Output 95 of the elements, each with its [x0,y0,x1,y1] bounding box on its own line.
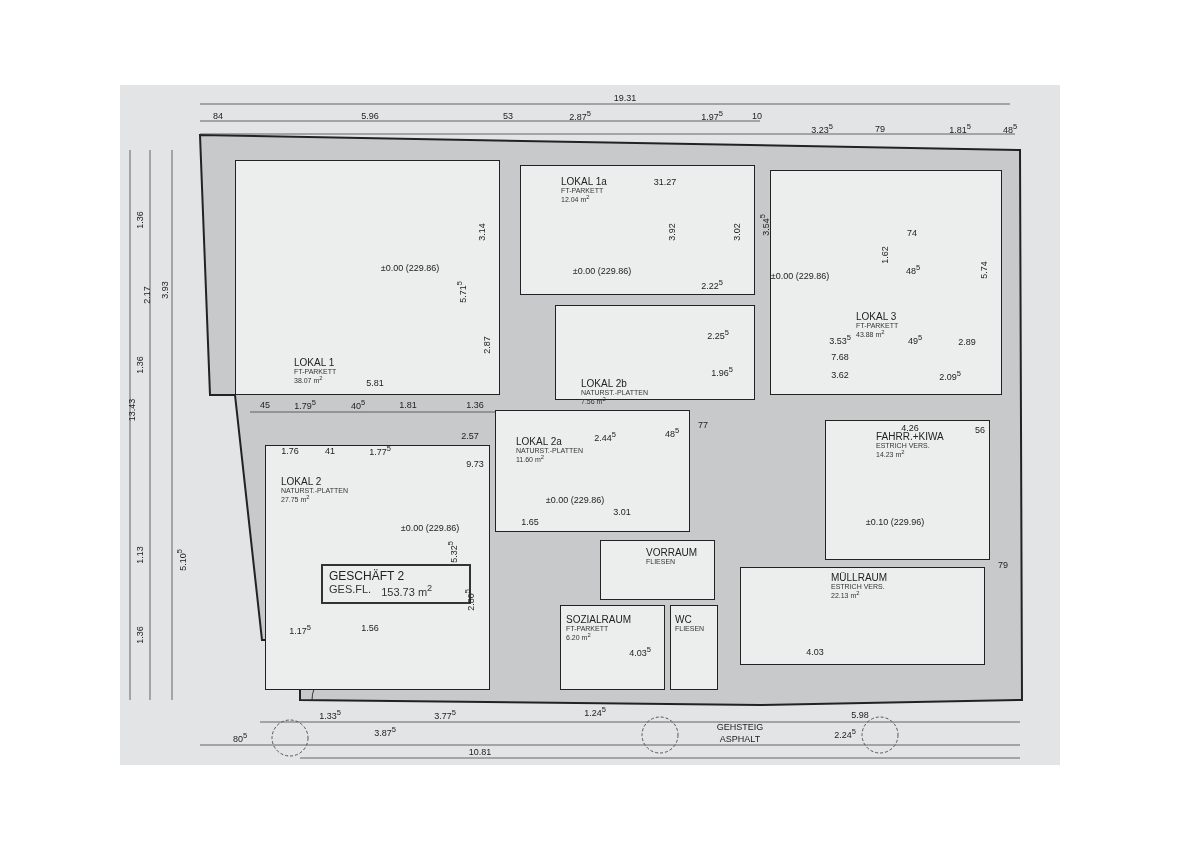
room-name: LOKAL 2 [281,476,322,487]
room-outline [825,420,990,560]
room-outline [495,410,690,532]
dimension-text: 1.96$^{5}$ [711,366,733,378]
dimension-text: ±0.10 (229.96) [865,517,925,527]
dimension-text: 1.33$^{5}$ [319,709,341,721]
dimension-text: 84 [213,111,223,121]
room-name: LOKAL 2a [516,436,562,447]
dimension-text: 2.87 [482,336,492,354]
dimension-text: 1.36 [135,356,145,374]
dimension-text: 80$^{5}$ [232,732,248,744]
dimension-text: 1.56 [361,623,379,633]
dimension-text: 2.25$^{5}$ [707,329,729,341]
room-outline [770,170,1002,395]
room-name: SOZIALRAUM [566,614,631,625]
room-name: VORRAUM [646,547,698,558]
dimension-text: 13.43 [127,398,137,422]
dimension-text: 31.27 [653,177,677,187]
dimension-text: 4.26 [901,423,919,433]
dimension-text: 9.73 [466,459,484,469]
dimension-text: 19.31 [613,93,637,103]
dimension-text: GEHSTEIG [716,722,764,732]
dimension-text: 77 [698,420,708,430]
dimension-text: 5.81 [366,378,384,388]
dimension-text: 1.76 [281,446,299,456]
room-name: LOKAL 1a [561,176,607,187]
dimension-text: 5.96 [361,111,379,121]
dimension-text: ±0.00 (229.86) [380,263,440,273]
dimension-text: 3.53$^{5}$ [829,334,851,346]
dimension-text: 3.01 [613,507,631,517]
dimension-text: 4.03 [806,647,824,657]
dimension-text: 1.13 [135,546,145,564]
dimension-text: ±0.00 (229.86) [400,523,460,533]
room-outline [600,540,715,600]
dimension-text: 1.36 [135,211,145,229]
dimension-text: ±0.00 (229.86) [770,271,830,281]
room-outline [265,445,490,690]
dimension-text: 2.57 [461,431,479,441]
dimension-text: 53 [503,111,513,121]
dimension-text: 2.17 [142,286,152,304]
room-name: FAHRR.+KIWA [876,431,944,442]
room-outline [235,160,500,395]
dimension-text: 48$^{5}$ [1002,123,1018,135]
room-name: LOKAL 1 [294,357,335,368]
dimension-text: 41 [325,446,335,456]
dimension-text: 10.81 [468,747,492,757]
dimension-text: 1.81$^{5}$ [949,123,971,135]
room-outline [560,605,665,690]
dimension-text: 1.97$^{5}$ [701,110,723,122]
dimension-text: 10 [752,111,762,121]
room-outline [740,567,985,665]
dimension-text: 2.89 [958,337,976,347]
dimension-text: 5.98 [851,710,869,720]
dimension-text: 1.36 [135,626,145,644]
dimension-text: 2.24$^{5}$ [834,728,856,740]
dimension-text: 1.65 [521,517,539,527]
room-name: LOKAL 3 [856,311,897,322]
room-outline [520,165,755,295]
dimension-text: 79 [875,124,885,134]
dimension-text: 1.17$^{5}$ [289,624,311,636]
room-outline [670,605,718,690]
dimension-text: 49$^{5}$ [907,334,923,346]
dimension-text: 3.02 [732,223,742,241]
dimension-text: 3.23$^{5}$ [811,123,833,135]
room-name: WC [675,614,692,625]
dimension-text: 4.03$^{5}$ [629,646,651,658]
dimension-text: 3.87$^{5}$ [374,726,396,738]
dimension-text: 48$^{5}$ [664,427,680,439]
dimension-text: 48$^{5}$ [905,264,921,276]
room-name: LOKAL 2b [581,378,627,389]
dimension-text: 1.77$^{5}$ [369,445,391,457]
dimension-text: 79 [998,560,1008,570]
dimension-text: 3.92 [667,223,677,241]
dimension-text: 56 [975,425,985,435]
dimension-text: 1.36 [466,400,484,410]
dimension-text: 2.09$^{5}$ [939,370,961,382]
dimension-text: 3.93 [160,281,170,299]
area-value: 153.73 m$^{2}$ [381,583,433,598]
dimension-text: 1.62 [880,246,890,264]
dimension-text: 2.22$^{5}$ [701,279,723,291]
dimension-text: ±0.00 (229.86) [572,266,632,276]
area-label: GES.FL. [329,583,372,595]
area-title: GESCHÄFT 2 [329,569,406,583]
dimension-text: 2.44$^{5}$ [594,431,616,443]
dimension-text: 74 [907,228,917,238]
dimension-text: 2.87$^{5}$ [569,110,591,122]
dimension-text: 3.62 [831,370,849,380]
dimension-text: ASPHALT [719,734,761,744]
dimension-text: 5.74 [979,261,989,279]
dimension-text: 1.24$^{5}$ [584,706,606,718]
dimension-text: 3.14 [477,223,487,241]
dimension-text: 3.77$^{5}$ [434,709,456,721]
dimension-text: 7.68 [831,352,849,362]
dimension-text: ±0.00 (229.86) [545,495,605,505]
room-name: MÜLLRAUM [831,572,888,583]
